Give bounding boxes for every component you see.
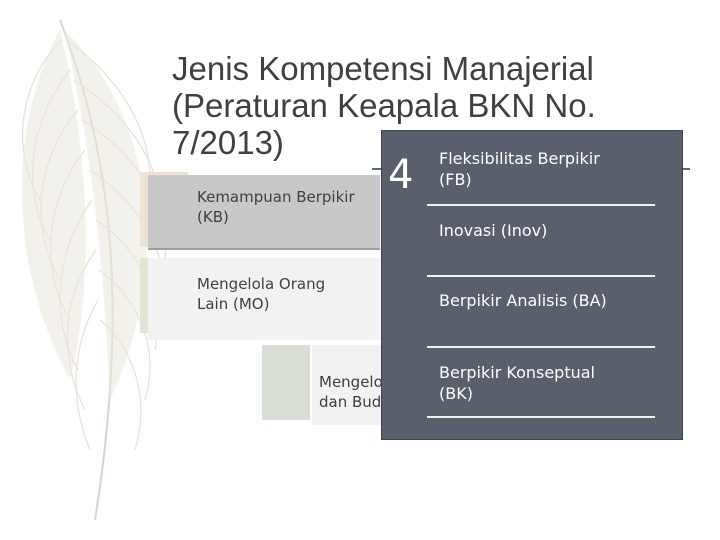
card-3-line2: dan Budaya xyxy=(319,393,389,411)
panel-item-berpikir-konseptual[interactable]: Berpikir Konseptual (BK) xyxy=(439,363,595,403)
panel-item-fleksibilitas[interactable]: Fleksibilitas Berpikir (FB) xyxy=(439,149,600,189)
card-3-accent xyxy=(262,345,310,420)
card-mengelola-orang-lain[interactable] xyxy=(148,258,380,340)
card-mengelola-diri[interactable] xyxy=(312,345,392,425)
card-3-line1: Mengelola Diri Sendiri xyxy=(319,373,389,391)
panel-number: 4 xyxy=(388,152,414,198)
card-kemampuan-berpikir[interactable] xyxy=(148,175,380,250)
card-1-label: Kemampuan Berpikir (KB) xyxy=(197,188,355,226)
panel-divider xyxy=(427,346,655,348)
panel-item-inovasi[interactable]: Inovasi (Inov) xyxy=(439,221,548,240)
panel-divider xyxy=(427,275,655,277)
card-3-label: Mengelola Diri Sendiri dan Budaya xyxy=(319,372,389,412)
panel-divider xyxy=(427,416,655,418)
detail-panel xyxy=(381,130,683,440)
slide-title: Jenis Kompetensi Manajerial (Peraturan K… xyxy=(172,50,596,161)
panel-divider xyxy=(427,204,655,206)
panel-item-berpikir-analisis[interactable]: Berpikir Analisis (BA) xyxy=(439,291,607,310)
card-2-label: Mengelola Orang Lain (MO) xyxy=(197,275,326,313)
